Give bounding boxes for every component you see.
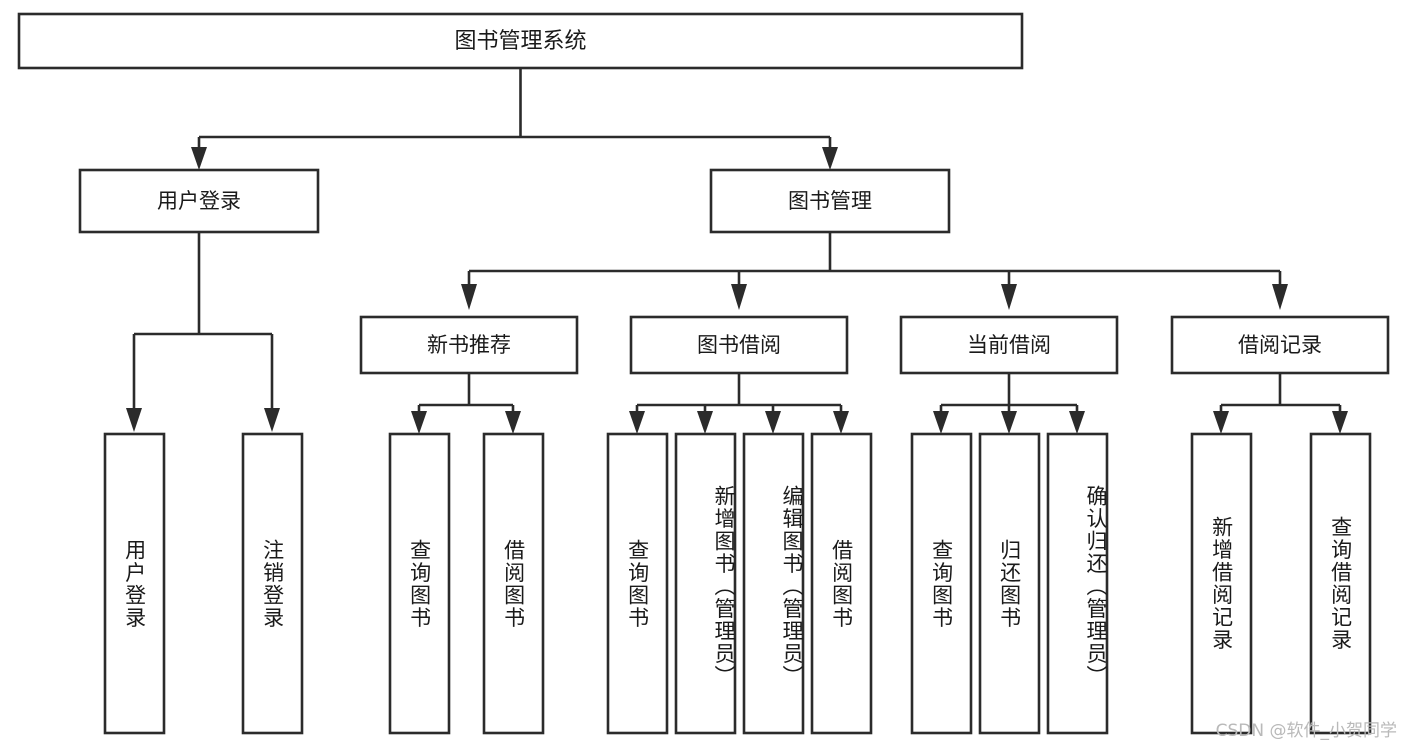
connectors-book-manage-to-level3 <box>461 232 1288 310</box>
connectors-current-borrow-to-leaves <box>933 373 1085 434</box>
arrow-head-br-add <box>1213 411 1229 434</box>
arrow-head-bb-query <box>629 411 645 434</box>
watermark-text: CSDN @软件_小贺同学 <box>1215 721 1397 741</box>
node-new-book-recommend-label: 新书推荐 <box>427 333 511 357</box>
connectors-user-login-to-leaves <box>126 232 280 432</box>
arrow-head-br-query <box>1332 411 1348 434</box>
arrow-head-bb-borrow <box>833 411 849 434</box>
arrow-head-nb-borrow <box>505 411 521 434</box>
node-leaf-nb-borrow[interactable] <box>482 432 545 735</box>
node-book-manage[interactable] <box>709 168 951 234</box>
arrow-head-new-book <box>461 284 477 310</box>
arrow-head-cb-confirm <box>1069 411 1085 434</box>
arrow-head-cb-return <box>1001 411 1017 434</box>
arrow-head-book-borrow <box>731 284 747 310</box>
node-leaf-bb-query[interactable] <box>606 432 669 735</box>
node-leaf-cb-return[interactable] <box>978 432 1041 735</box>
node-leaf-logout[interactable] <box>241 432 304 735</box>
connectors-new-book-to-leaves <box>411 373 521 434</box>
node-leaf-bb-add[interactable] <box>674 432 737 735</box>
arrow-head-nb-query <box>411 411 427 434</box>
arrow-head-book-manage <box>822 147 838 170</box>
node-book-borrow[interactable] <box>629 315 849 375</box>
node-book-manage-label: 图书管理 <box>788 189 872 213</box>
connectors-root-to-level2 <box>191 68 838 170</box>
node-leaf-nb-query[interactable] <box>388 432 451 735</box>
arrow-head-borrow-record <box>1272 284 1288 310</box>
arrow-head-user-login <box>191 147 207 170</box>
node-user-login-label: 用户登录 <box>157 189 241 213</box>
arrow-head-bb-edit <box>765 411 781 434</box>
node-current-borrow[interactable] <box>899 315 1119 375</box>
node-leaf-cb-query[interactable] <box>910 432 973 735</box>
connectors-borrow-record-to-leaves <box>1213 373 1348 434</box>
node-leaf-user-login[interactable] <box>103 432 166 735</box>
node-leaf-bb-borrow[interactable] <box>810 432 873 735</box>
node-leaf-br-add[interactable] <box>1190 432 1253 735</box>
node-leaf-br-query[interactable] <box>1309 432 1372 735</box>
connectors-book-borrow-to-leaves <box>629 373 849 434</box>
node-borrow-record[interactable] <box>1170 315 1390 375</box>
node-book-borrow-label: 图书借阅 <box>697 333 781 357</box>
node-user-login[interactable] <box>78 168 320 234</box>
node-new-book-recommend[interactable] <box>359 315 579 375</box>
node-leaf-cb-confirm[interactable] <box>1046 432 1109 735</box>
arrow-head-cb-query <box>933 411 949 434</box>
arrow-head-current-borrow <box>1001 284 1017 310</box>
node-leaf-bb-edit[interactable] <box>742 432 805 735</box>
arrow-head-leaf-logout <box>264 408 280 432</box>
arrow-head-bb-add <box>697 411 713 434</box>
node-root-label: 图书管理系统 <box>454 29 586 54</box>
node-current-borrow-label: 当前借阅 <box>967 333 1051 357</box>
node-root[interactable] <box>17 12 1024 70</box>
arrow-head-leaf-user-login <box>126 408 142 432</box>
node-borrow-record-label: 借阅记录 <box>1238 333 1322 357</box>
